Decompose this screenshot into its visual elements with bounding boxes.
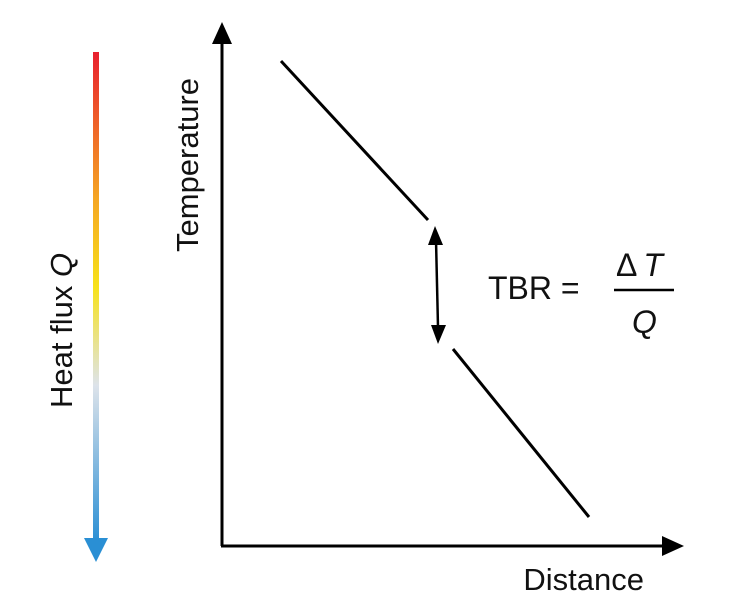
y-axis-label: Temperature bbox=[170, 78, 205, 252]
heat-flux-label: Heat flux Q bbox=[44, 253, 79, 408]
tbr-formula-lhs: TBR = bbox=[488, 270, 580, 306]
axes bbox=[220, 40, 668, 548]
tbr-formula-denominator: Q bbox=[632, 304, 657, 340]
heat-flux-arrowhead bbox=[84, 538, 108, 562]
heat-flux-arrow bbox=[84, 52, 108, 562]
heat-flux-gradient-bar bbox=[93, 52, 99, 542]
temperature-profile-upper bbox=[279, 59, 430, 222]
temperature-drop-arrowhead-down bbox=[431, 325, 446, 344]
temperature-drop-arrowhead-up bbox=[428, 226, 443, 245]
x-axis-arrowhead bbox=[662, 536, 684, 556]
temperature-drop-arrow bbox=[428, 226, 446, 344]
temperature-profile-lower bbox=[451, 348, 591, 518]
y-axis-arrowhead bbox=[212, 22, 232, 44]
x-axis-label: Distance bbox=[523, 562, 644, 597]
